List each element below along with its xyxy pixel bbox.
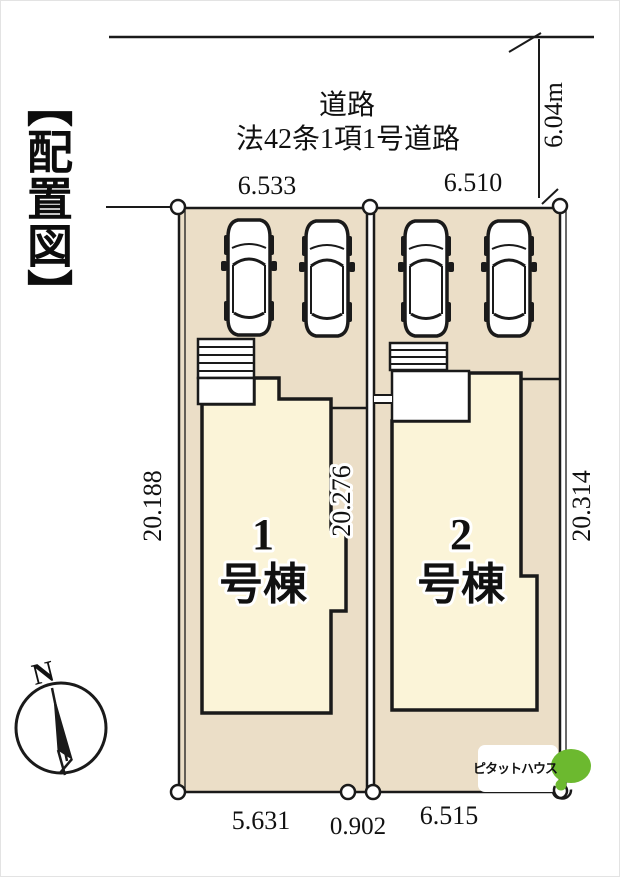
car-icon [479,219,539,338]
building1-entrance [196,337,256,406]
dim-lot1-frontage: 6.533 [238,171,297,200]
page-title: 【配置図】 [21,81,73,316]
building1-label-suffix: 号棟 [219,560,308,609]
brand-logo: ピタットハウス [473,745,591,800]
compass-north-label: N [29,654,58,691]
dim-lot2-frontage: 6.510 [444,168,503,197]
building2-label-suffix: 号棟 [417,560,506,609]
brand-logo-bubble-dot-icon [555,779,567,791]
dim-lot1-rear: 5.631 [232,806,291,835]
dim-tick-top [508,32,542,53]
brand-logo-box [478,745,558,792]
building2-entrance [374,341,471,423]
dim-lot2-side: 20.314 [567,470,596,542]
building2-label-number: 2 [450,510,472,559]
road-classification-label: 法42条1項1号道路 [236,123,460,155]
building1-stairs [196,337,256,380]
dim-lot1-side: 20.188 [138,470,167,542]
road [106,32,594,208]
building1-porch [196,376,256,406]
building2-porch [390,369,471,423]
brand-logo-text: ピタットハウス [473,761,558,776]
brand-logo-hook [552,785,573,800]
brand-logo-bubble-icon [551,749,591,783]
dim-lot2-rear: 6.515 [420,801,479,830]
car-icon [396,219,456,338]
survey-point [169,198,187,216]
survey-point [551,197,569,215]
dim-tick-bottom [541,188,559,205]
building1-label-number: 1 [252,510,274,559]
dim-rear-offset: 0.902 [330,813,386,840]
survey-point [364,783,382,801]
building1-outline [200,376,348,715]
road-width-label: 6.04m [539,82,568,148]
dim-center-side: 20.276 [327,465,356,537]
survey-point [169,783,187,801]
building2-gate-path [374,395,392,403]
road-name-label: 道路 [319,89,375,121]
survey-point [361,198,379,216]
compass-needle-icon [50,687,73,776]
car-icon [219,218,279,337]
compass: N [14,654,108,776]
car-icon [297,219,357,338]
survey-point [339,783,357,801]
